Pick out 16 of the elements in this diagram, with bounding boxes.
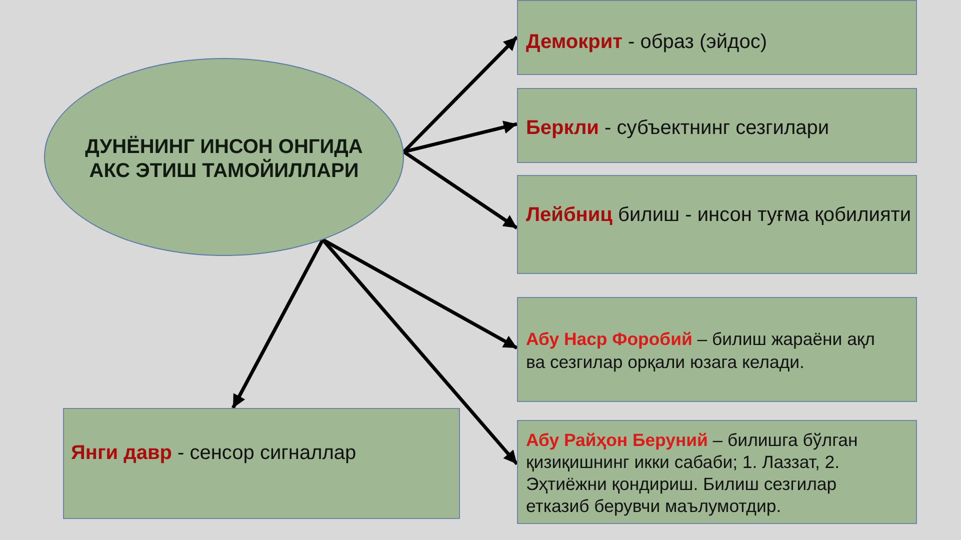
info-text: Абу Наср Форобий – билиш жараёни ақл ва сезгилар орқали юзага келади. <box>526 328 876 374</box>
arrow <box>402 150 518 230</box>
info-card <box>517 88 917 163</box>
info-card <box>517 0 917 75</box>
info-card <box>63 408 460 519</box>
info-text: Янги давр - сенсор сигналлар <box>71 441 356 465</box>
info-text: Лейбниц билиш - инсон туғма қобилияти <box>526 203 912 227</box>
arrow <box>321 238 518 466</box>
info-text: Демокрит - образ (эйдос) <box>526 30 768 54</box>
info-card <box>517 420 917 524</box>
info-text: Беркли - субъектнинг сезгилари <box>526 116 830 140</box>
arrow <box>231 238 324 409</box>
info-card <box>517 297 917 402</box>
info-card <box>517 175 917 274</box>
topic-title: ДУНЁНИНГ ИНСОН ОНГИДА АКС ЭТИШ ТАМОЙИЛЛАРИ <box>84 134 364 182</box>
info-text: Абу Райҳон Беруний – билишга бўлган қизиқишнинг икки сабаби; 1. Лаззат, 2. Эҳтиёжни қондириш. Билиш сезгилар етказиб берувчи маълумотдир. <box>526 429 859 517</box>
